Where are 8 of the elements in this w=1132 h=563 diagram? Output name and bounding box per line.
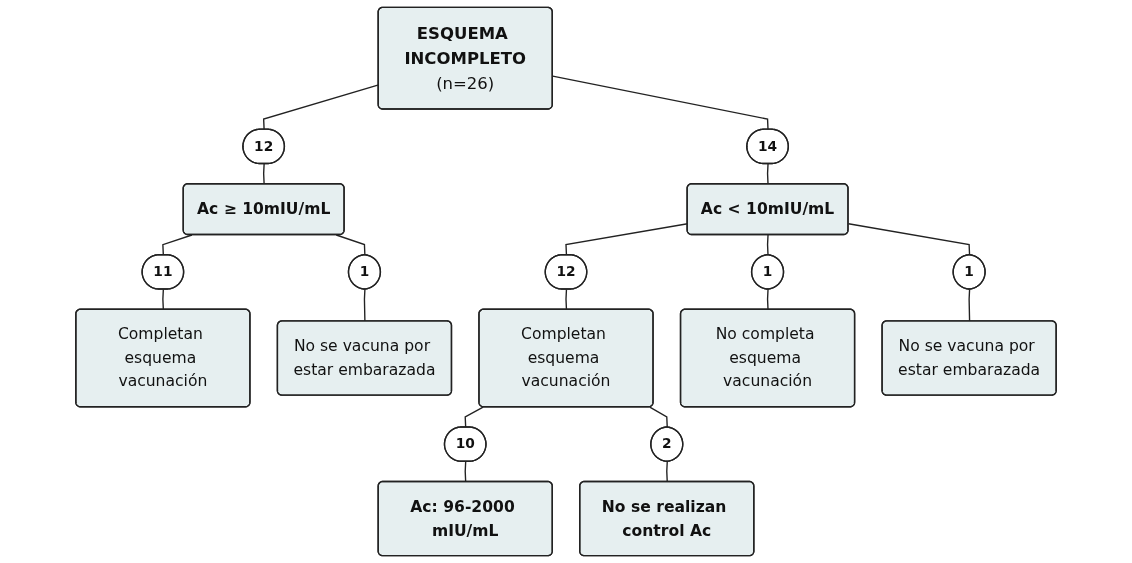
connector [766, 163, 769, 185]
connector [262, 163, 265, 185]
connector [565, 288, 568, 311]
connector [162, 234, 193, 256]
connector [464, 461, 467, 483]
connector [666, 461, 668, 483]
connector [162, 288, 164, 311]
connector [552, 75, 769, 131]
